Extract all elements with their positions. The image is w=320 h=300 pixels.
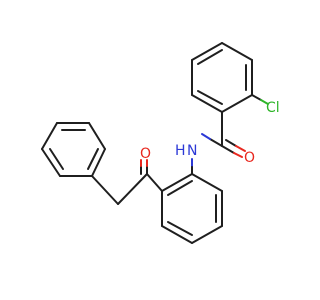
amide-oxygen-label: O [244, 150, 255, 166]
ketone-linker [91, 159, 163, 205]
amide-nitrogen-label: N [187, 143, 197, 159]
ketone-oxygen-label: O [140, 146, 151, 162]
amide-hydrogen-label: H [175, 143, 186, 159]
carbon-chlorine-bond [251, 94, 269, 105]
chlorobenzene-ring [191, 42, 253, 113]
central-benzene-ring [161, 173, 223, 244]
chlorine-atom-label: Cl [266, 100, 280, 116]
phenyl-ring [41, 122, 106, 177]
molecule-structure-diagram: Cl O O H N [41, 42, 280, 244]
amide-group [191, 111, 246, 175]
